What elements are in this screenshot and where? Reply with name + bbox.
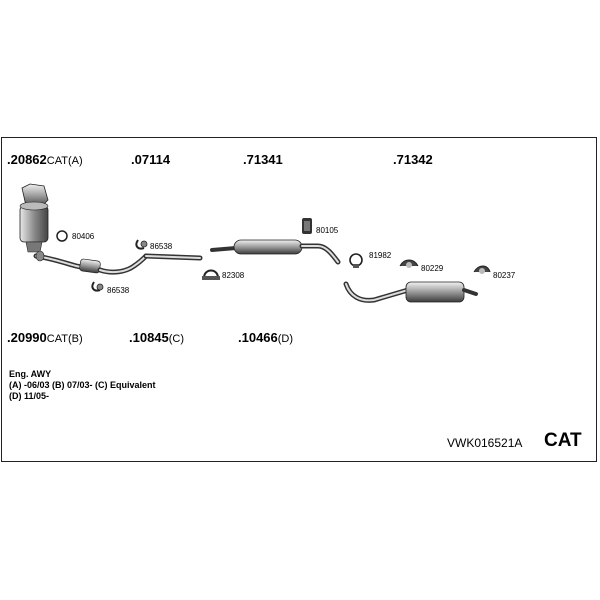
part-number-front-pipe[interactable]: .07114 — [131, 152, 171, 167]
intermediate-pipe-drawing[interactable] — [143, 253, 203, 261]
part-number-front-pipe-cat[interactable]: .20862CAT(A) — [7, 152, 83, 167]
set-code: VWK016521A — [447, 436, 523, 450]
component-label-80229[interactable]: 80229 — [421, 264, 444, 273]
middle-silencer-drawing[interactable] — [210, 239, 341, 265]
component-label-81982[interactable]: 81982 — [369, 251, 392, 260]
part-number-cat-b[interactable]: .20990CAT(B) — [7, 330, 83, 345]
part-number-late-model[interactable]: .10466(D) — [238, 330, 294, 345]
note-engine: Eng. AWY — [9, 369, 52, 379]
notes-block: Eng. AWY (A) -06/03 (B) 07/03- (C) Equiv… — [9, 369, 156, 402]
clamp-82308-icon[interactable] — [202, 269, 220, 281]
rubber-mount-80105-icon[interactable] — [302, 218, 312, 234]
component-label-86538-b[interactable]: 86538 — [107, 286, 130, 295]
set-type-badge: CAT — [544, 430, 582, 451]
component-label-82308[interactable]: 82308 — [222, 271, 245, 280]
rear-silencer-drawing[interactable] — [343, 281, 478, 303]
note-date-a-b-c: (A) -06/03 (B) 07/03- (C) Equivalent — [9, 380, 156, 390]
component-label-80105[interactable]: 80105 — [316, 226, 339, 235]
component-label-80237[interactable]: 80237 — [493, 271, 516, 280]
front-pipe-drawing[interactable] — [33, 250, 149, 275]
component-label-80406[interactable]: 80406 — [72, 232, 95, 241]
part-number-rear-silencer[interactable]: .71342 — [393, 152, 433, 167]
rubber-mount-80229-icon[interactable] — [399, 259, 419, 268]
component-label-86538-a[interactable]: 86538 — [150, 242, 173, 251]
clamp-86538-b-icon[interactable] — [91, 281, 104, 292]
clamp-81982-icon[interactable] — [349, 253, 363, 268]
rubber-mount-80237-icon[interactable] — [473, 265, 491, 274]
catalytic-converter-drawing[interactable] — [19, 183, 49, 253]
clamp-86538-a-icon[interactable] — [135, 239, 148, 250]
diagram-frame — [1, 137, 597, 462]
note-date-d: (D) 11/05- — [9, 391, 50, 401]
part-number-equivalent[interactable]: .10845(C) — [129, 330, 185, 345]
part-number-middle-silencer[interactable]: .71341 — [243, 152, 283, 167]
clamp-80406-icon[interactable] — [56, 230, 68, 242]
